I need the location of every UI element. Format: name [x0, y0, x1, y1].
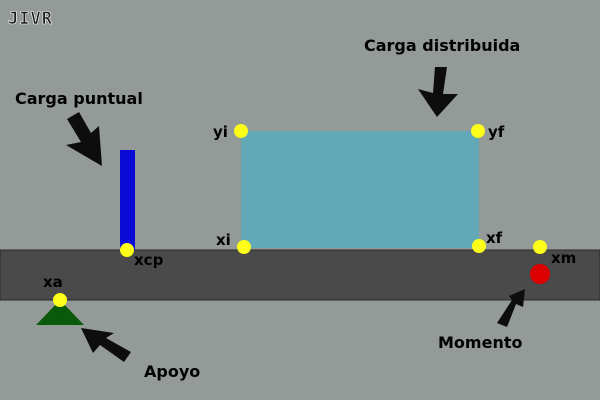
- point-load-bar[interactable]: [120, 150, 135, 250]
- point-label-yi: yi: [213, 123, 228, 141]
- control-point-yf[interactable]: [471, 124, 485, 138]
- support-triangle[interactable]: [36, 300, 84, 325]
- point-label-xcp: xcp: [134, 251, 164, 269]
- distributed-load-arrow: [418, 67, 458, 117]
- moment-arrow: [497, 289, 525, 327]
- control-point-xm[interactable]: [533, 240, 547, 254]
- label-point-load: Carga puntual: [15, 89, 143, 108]
- support-arrow: [81, 328, 131, 362]
- control-point-xf[interactable]: [472, 239, 486, 253]
- point-label-yf: yf: [488, 123, 505, 141]
- logo-text: JIVR: [8, 9, 53, 29]
- control-point-xi[interactable]: [237, 240, 251, 254]
- beam: [0, 249, 600, 301]
- point-label-xi: xi: [216, 231, 231, 249]
- point-label-xm: xm: [551, 249, 576, 267]
- distributed-load-area[interactable]: [241, 131, 479, 248]
- point-label-xf: xf: [486, 229, 503, 247]
- control-point-xcp[interactable]: [120, 243, 134, 257]
- moment-circle[interactable]: [530, 264, 550, 284]
- control-point-xa[interactable]: [53, 293, 67, 307]
- control-point-yi[interactable]: [234, 124, 248, 138]
- point-load-arrow: [66, 112, 102, 166]
- label-support: Apoyo: [144, 362, 200, 381]
- label-moment: Momento: [438, 333, 522, 352]
- point-label-xa: xa: [43, 273, 63, 291]
- label-distributed-load: Carga distribuida: [364, 36, 520, 55]
